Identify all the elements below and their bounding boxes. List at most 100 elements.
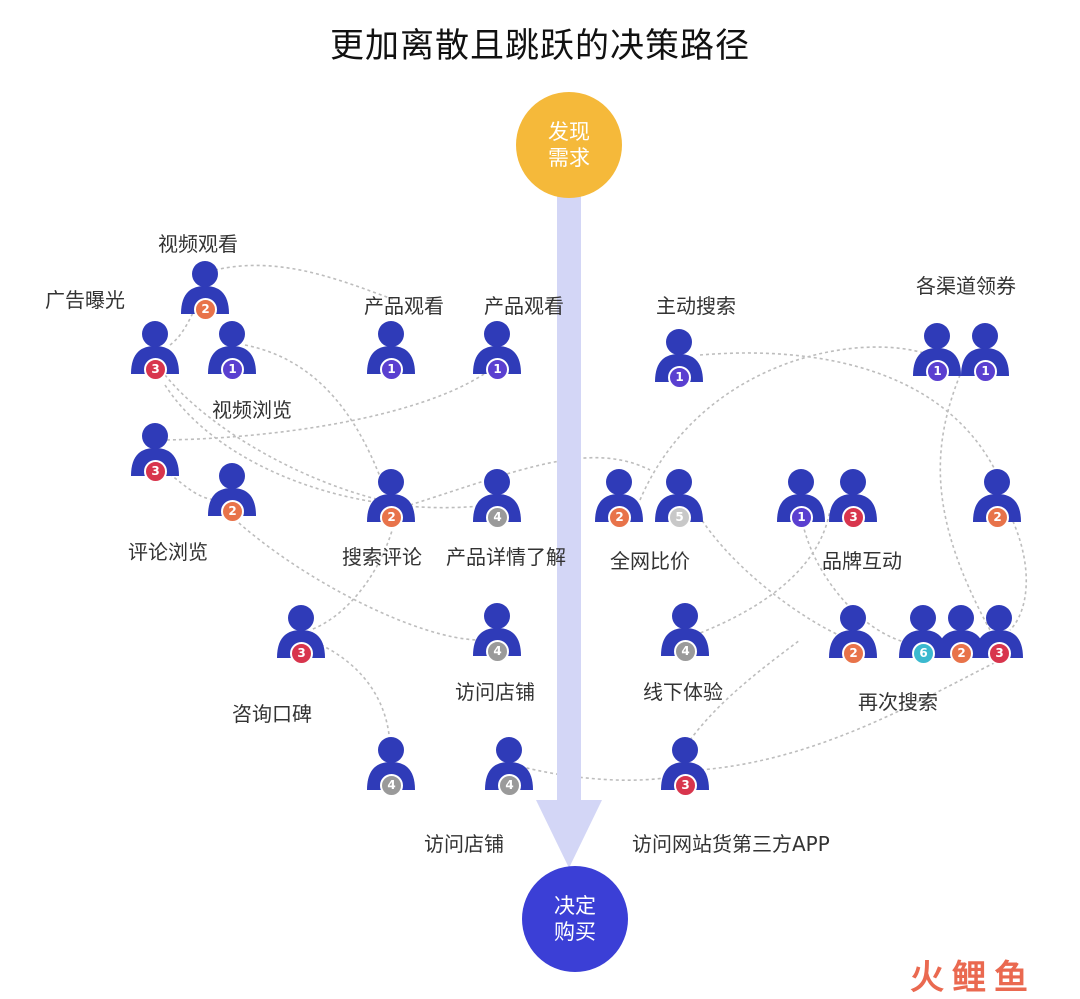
person-icon: 1 [205, 318, 259, 382]
person-icon: 1 [958, 320, 1012, 384]
person-icon: 3 [274, 602, 328, 666]
step-count-badge: 1 [926, 360, 949, 383]
step-count-badge: 2 [380, 506, 403, 529]
step-count-badge: 4 [674, 640, 697, 663]
person-icon: 2 [592, 466, 646, 530]
person-icon: 2 [934, 602, 988, 666]
connector-line [514, 764, 681, 781]
person-icon: 4 [364, 734, 418, 798]
person-icon: 4 [482, 734, 536, 798]
label-search-comments: 搜索评论 [342, 545, 422, 569]
label-ad-exposure: 广告曝光 [45, 288, 125, 312]
start-node-line1: 发现 [548, 120, 590, 144]
person-icon: 6 [896, 602, 950, 666]
connector-line [409, 456, 651, 506]
label-video-watch: 视频观看 [158, 232, 238, 256]
person-icon: 1 [470, 318, 524, 382]
connector-line [639, 346, 931, 501]
step-count-badge: 1 [974, 360, 997, 383]
label-video-browse: 视频浏览 [212, 398, 292, 422]
connector-line [699, 352, 1001, 481]
step-count-badge: 4 [498, 774, 521, 797]
label-product-view-2: 产品观看 [484, 294, 564, 318]
label-visit-sites: 访问网站货第三方APP [632, 832, 830, 856]
connector-line [309, 639, 391, 751]
user-silhouette-icon [208, 463, 256, 516]
step-count-badge: 3 [144, 358, 167, 381]
connector-line [164, 384, 491, 509]
label-search-again: 再次搜索 [858, 690, 938, 714]
label-channel-coupons: 各渠道领券 [916, 274, 1016, 298]
person-icon: 3 [826, 466, 880, 530]
step-count-badge: 3 [144, 460, 167, 483]
step-count-badge: 3 [842, 506, 865, 529]
end-node-line1: 决定 [554, 894, 596, 918]
connector-line [699, 659, 1001, 771]
connector-line [214, 264, 396, 301]
step-count-badge: 2 [194, 298, 217, 321]
step-count-badge: 1 [221, 358, 244, 381]
connector-line [799, 499, 921, 646]
person-icon: 1 [910, 320, 964, 384]
watermark-logo: 火鲤鱼 [910, 958, 1036, 998]
label-active-search: 主动搜索 [656, 294, 736, 318]
person-icon: 2 [178, 258, 232, 322]
step-count-badge: 3 [988, 642, 1011, 665]
step-count-badge: 4 [486, 640, 509, 663]
start-node-discover-need: 发现需求 [516, 92, 622, 198]
step-count-badge: 1 [790, 506, 813, 529]
step-count-badge: 5 [668, 506, 691, 529]
label-visit-store-1: 访问店铺 [455, 680, 535, 704]
label-brand-interaction: 品牌互动 [822, 549, 902, 573]
person-icon: 3 [972, 602, 1026, 666]
connector-line [164, 374, 381, 501]
step-count-badge: 2 [221, 500, 244, 523]
person-icon: 4 [470, 600, 524, 664]
end-node-line2: 购买 [554, 920, 596, 944]
label-visit-store-2: 访问店铺 [424, 832, 504, 856]
connector-line [694, 509, 831, 636]
label-comment-browse: 评论浏览 [128, 540, 208, 564]
connector-line [154, 369, 491, 441]
person-icon: 1 [652, 326, 706, 390]
person-icon: 2 [364, 466, 418, 530]
person-icon: 5 [652, 466, 706, 530]
label-product-details: 产品详情了解 [446, 545, 566, 569]
step-count-badge: 3 [290, 642, 313, 665]
connector-line [689, 639, 801, 741]
person-icon: 4 [658, 600, 712, 664]
page-title: 更加离散且跳跃的决策路径 [330, 26, 750, 66]
connector-line [1004, 504, 1028, 631]
label-consult-reputation: 咨询口碑 [232, 702, 312, 726]
start-node-line2: 需求 [548, 146, 590, 170]
person-icon: 2 [205, 460, 259, 524]
person-icon: 1 [364, 318, 418, 382]
label-product-view-1: 产品观看 [364, 294, 444, 318]
label-offline-experience: 线下体验 [643, 680, 723, 704]
person-icon: 3 [658, 734, 712, 798]
step-count-badge: 1 [486, 358, 509, 381]
connector-line [689, 499, 851, 641]
user-silhouette-icon [208, 321, 256, 374]
person-icon: 1 [774, 466, 828, 530]
end-node-decide-purchase: 决定购买 [522, 866, 628, 972]
label-price-compare: 全网比价 [610, 549, 690, 573]
connector-line [309, 519, 396, 631]
step-count-badge: 1 [668, 366, 691, 389]
connector-line [939, 374, 991, 631]
connector-line [229, 514, 481, 641]
step-count-badge: 2 [842, 642, 865, 665]
person-icon: 3 [128, 318, 182, 382]
step-count-badge: 4 [380, 774, 403, 797]
step-count-badge: 4 [486, 506, 509, 529]
connector-line [244, 344, 386, 491]
step-count-badge: 3 [674, 774, 697, 797]
step-count-badge: 2 [608, 506, 631, 529]
step-count-badge: 1 [380, 358, 403, 381]
step-count-badge: 2 [986, 506, 1009, 529]
step-count-badge: 6 [912, 642, 935, 665]
main-flow-arrow [536, 195, 602, 868]
person-icon: 4 [470, 466, 524, 530]
